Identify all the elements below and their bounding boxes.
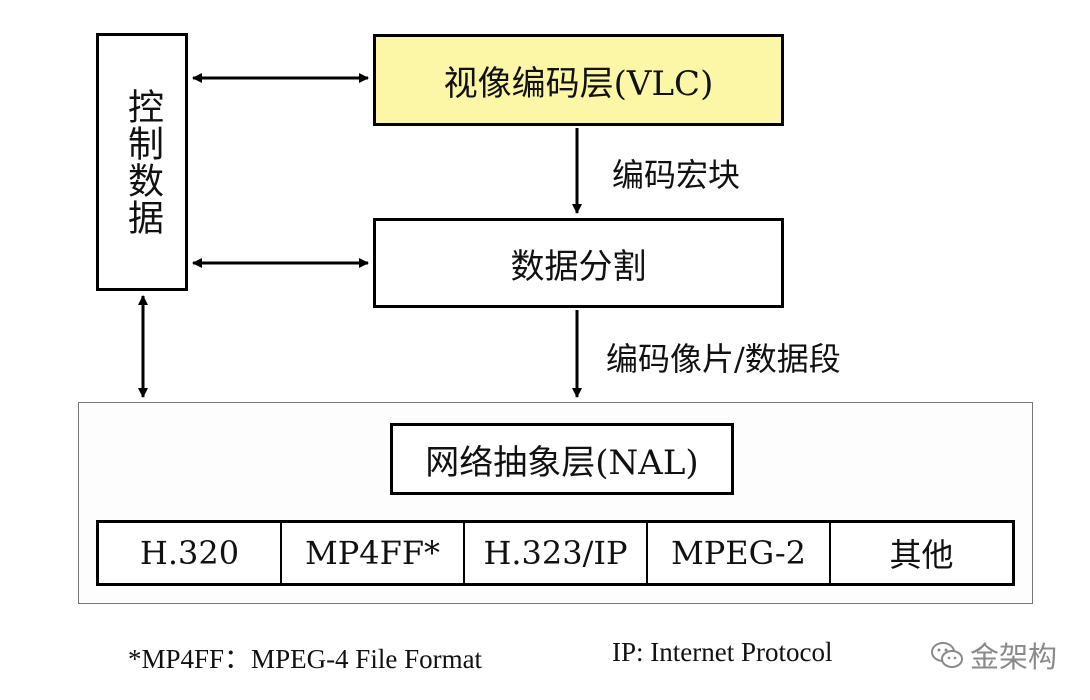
vlc-layer-box: 视像编码层(VLC) — [373, 34, 784, 126]
protocol-cell-mp4ff: MP4FF* — [282, 523, 465, 583]
footnote-mp4ff: *MP4FF：MPEG-4 File Format — [128, 644, 483, 674]
nal-layer-box: 网络抽象层(NAL) — [390, 423, 734, 495]
data-partition-label: 数据分割 — [510, 246, 647, 287]
protocol-row: H.320 MP4FF* H.323/IP MPEG-2 其他 — [96, 520, 1015, 586]
footnote-ip: IP: Internet Protocol — [612, 637, 833, 667]
edge-label-coded-macroblock: 编码宏块 — [612, 156, 741, 194]
watermark-text: 金架构 — [970, 640, 1058, 674]
protocol-cell-h320: H.320 — [99, 523, 282, 583]
watermark: 金架构 — [930, 634, 1057, 676]
vlc-layer-label: 视像编码层(VLC) — [443, 63, 714, 104]
protocol-cell-other: 其他 — [889, 536, 954, 574]
wechat-icon — [931, 642, 963, 668]
nal-layer-label: 网络抽象层(NAL) — [425, 442, 699, 483]
control-data-box: 控制数据 — [96, 33, 188, 291]
control-data-label: 控制数据 — [122, 88, 163, 236]
data-partition-box: 数据分割 — [373, 218, 784, 308]
edge-label-coded-slice: 编码像片/数据段 — [606, 340, 841, 378]
protocol-cell-mpeg2: MPEG-2 — [648, 523, 831, 583]
protocol-cell-h323-ip: H.323/IP — [465, 523, 648, 583]
